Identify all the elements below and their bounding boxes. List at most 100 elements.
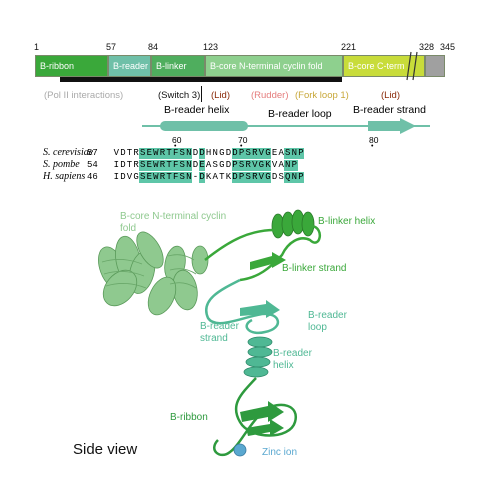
domain-b-core-n: B-core N-terminal cyclin fold <box>205 55 343 77</box>
switch3-label: (Switch 3) <box>158 90 201 101</box>
residue: I <box>113 172 119 182</box>
lid-label-2: (Lid) <box>381 90 401 101</box>
ss-strand-label: B-reader strand <box>353 104 426 116</box>
lid-label-1: (Lid) <box>211 90 231 101</box>
residue: E <box>271 148 278 158</box>
residue: N <box>291 148 298 159</box>
residue: A <box>278 160 284 170</box>
residue: D <box>120 148 126 158</box>
residue: R <box>159 148 166 159</box>
residue: W <box>152 160 160 171</box>
protein-structure-cartoon <box>98 209 321 457</box>
residue: T <box>219 172 225 182</box>
residue: P <box>238 148 245 159</box>
boundary-221: 221 <box>341 42 357 52</box>
residue: R <box>133 148 139 158</box>
domain-b-reader: B-reader <box>108 55 151 77</box>
pos-mark-80: 80 <box>369 135 379 145</box>
residue: K <box>225 172 232 182</box>
residue: R <box>159 172 166 183</box>
residue: D <box>225 148 232 158</box>
residue: S <box>139 160 146 171</box>
ordered-region-bar <box>60 77 342 82</box>
residue: S <box>178 148 186 159</box>
residue: P <box>231 160 239 171</box>
ribbon-strand-2 <box>246 419 284 436</box>
residue: P <box>238 172 245 183</box>
linker-strand-label: B-linker strand <box>282 263 347 274</box>
residue: G <box>264 172 272 183</box>
core-label: B-core N-terminal cyclin fold <box>120 211 227 234</box>
domain-b-core-c: B-core C-term <box>343 55 425 77</box>
residue: S <box>139 172 146 183</box>
secondary-structure-diagram <box>142 118 430 134</box>
residue: G <box>219 160 225 170</box>
residue: S <box>244 148 252 159</box>
residue: P <box>291 160 298 171</box>
reader-loop-label: B-reader loop <box>308 310 347 333</box>
dot-70: • <box>240 143 243 150</box>
residue: T <box>165 160 173 171</box>
residue: V <box>271 160 278 170</box>
linker-helix <box>271 209 315 239</box>
reader-helix-label: B-reader helix <box>273 348 312 371</box>
residue: - <box>192 172 199 182</box>
residue: W <box>152 148 160 159</box>
residue: G <box>264 148 272 159</box>
residue: E <box>145 160 153 171</box>
residue: S <box>244 172 252 183</box>
zinc-ion-label: Zinc ion <box>262 447 298 458</box>
domain-b-ribbon: B-ribbon <box>35 55 108 77</box>
boundary-57: 57 <box>106 42 117 52</box>
residue: G <box>219 148 225 158</box>
boundary-328: 328 <box>419 42 435 52</box>
linker-coil <box>204 224 321 282</box>
residue: R <box>133 160 139 170</box>
residue: V <box>258 148 265 159</box>
residue: N <box>185 148 193 159</box>
residue: T <box>165 148 173 159</box>
core-cyclin-fold <box>98 231 209 316</box>
residue: W <box>152 172 160 183</box>
residue: G <box>133 172 139 182</box>
residue: A <box>212 172 218 182</box>
residue: N <box>291 172 298 183</box>
reader-strand <box>240 300 280 318</box>
residue: R <box>244 160 252 171</box>
ribbon-coil <box>213 377 298 457</box>
residue: T <box>126 160 133 170</box>
residue: A <box>278 148 284 158</box>
residue: A <box>205 160 212 170</box>
residue: N <box>212 148 218 158</box>
residue: S <box>278 172 284 182</box>
pol2-interactions-label: (Pol II interactions) <box>44 90 124 101</box>
zinc-ion-sphere <box>233 443 247 457</box>
ss-helix-label: B-reader helix <box>164 104 230 116</box>
residue: R <box>251 172 259 183</box>
residue: T <box>165 172 173 183</box>
residue: T <box>126 148 133 158</box>
residue: Q <box>284 172 292 183</box>
boundary-84: 84 <box>148 42 159 52</box>
residue: D <box>120 172 126 182</box>
boundary-345: 345 <box>440 42 456 52</box>
residue: D <box>225 160 232 170</box>
view-caption: Side view <box>73 441 138 458</box>
dot-60: • <box>174 143 177 150</box>
helix-cylinder <box>160 121 248 131</box>
boundary-123: 123 <box>203 42 219 52</box>
axis-break-icon <box>406 51 418 81</box>
residue: R <box>251 148 259 159</box>
residue: F <box>172 160 179 171</box>
residue: F <box>172 148 179 159</box>
residue: E <box>198 160 206 171</box>
residue: D <box>198 172 206 183</box>
domain-b-linker: B-linker <box>151 55 205 77</box>
residue: S <box>212 160 218 170</box>
residue: G <box>258 160 265 171</box>
residue: K <box>264 160 272 171</box>
residue: D <box>231 172 239 183</box>
